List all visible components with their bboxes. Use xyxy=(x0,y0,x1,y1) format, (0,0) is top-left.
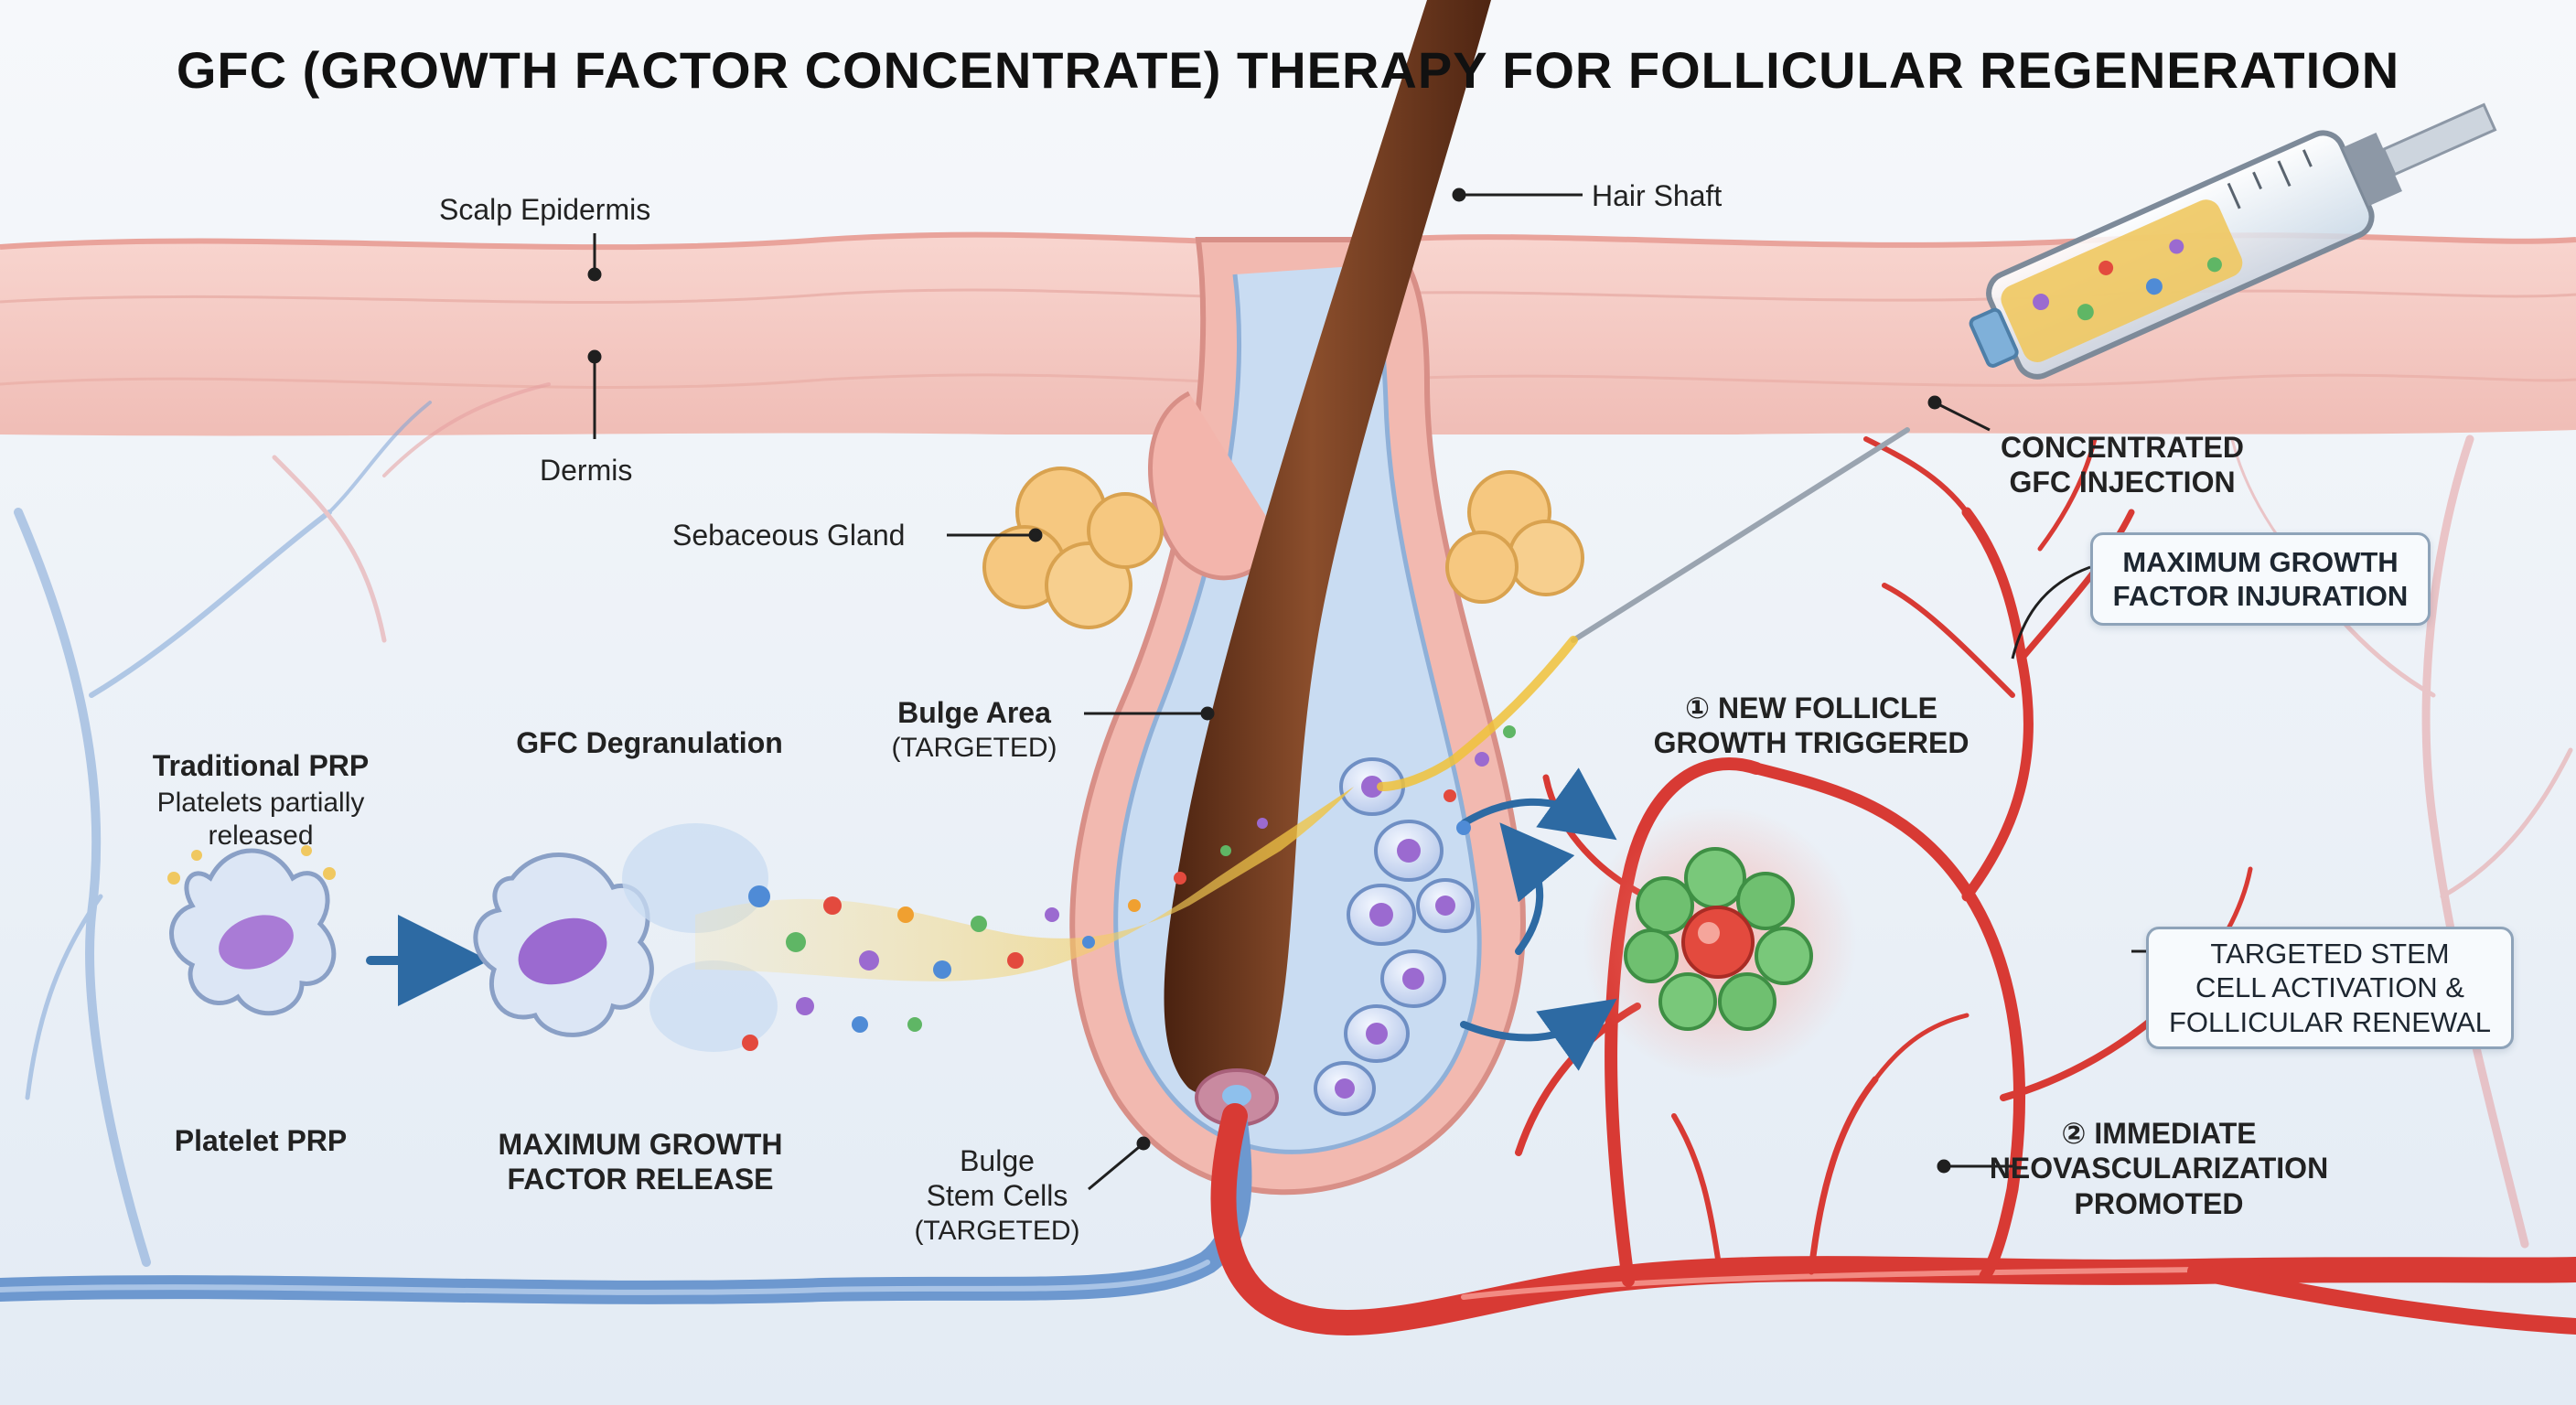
label-bulge-stem-cells-sub: (TARGETED) xyxy=(914,1216,1080,1246)
hair-shaft xyxy=(1164,0,1491,1098)
main-vessels xyxy=(0,1103,2576,1335)
label-platelet-prp: Platelet PRP xyxy=(174,1124,348,1157)
label-injection: CONCENTRATED GFC INJECTION xyxy=(2000,431,2245,499)
background-vessels xyxy=(14,382,2573,1267)
leader-lines xyxy=(587,188,2173,1191)
callout-max-injuration: MAXIMUM GROWTH FACTOR INJURATION xyxy=(2090,532,2431,626)
callout-max-injuration-text: MAXIMUM GROWTH FACTOR INJURATION xyxy=(2112,545,2409,612)
label-bulge-stem-cells: Bulge Stem Cells xyxy=(926,1144,1068,1213)
label-gfc-degranulation: GFC Degranulation xyxy=(516,726,783,759)
degranulating-platelet-icon xyxy=(473,823,778,1052)
new-follicle-icon xyxy=(1583,805,1857,1079)
syringe-icon xyxy=(1969,102,2497,380)
label-sebaceous-gland: Sebaceous Gland xyxy=(672,519,906,552)
label-bulge-area-sub: (TARGETED) xyxy=(891,733,1057,763)
label-dermis: Dermis xyxy=(540,454,633,487)
growth-factor-stream xyxy=(695,787,1354,981)
label-bulge-area: Bulge Area xyxy=(897,696,1051,729)
artery xyxy=(1210,1103,2576,1335)
syringe-needle xyxy=(1571,427,1910,643)
label-traditional-prp-sub: Platelets partially released xyxy=(156,788,365,851)
callout-stem-activation: TARGETED STEM CELL ACTIVATION & FOLLICUL… xyxy=(2146,927,2514,1049)
label-hair-shaft: Hair Shaft xyxy=(1592,179,1723,212)
platelet-icon xyxy=(167,845,337,1016)
label-neovascularization: ② IMMEDIATE NEOVASCULARIZATION PROMOTED xyxy=(1989,1117,2329,1220)
callout-stem-activation-text: TARGETED STEM CELL ACTIVATION & FOLLICUL… xyxy=(2169,938,2491,1038)
label-scalp-epidermis: Scalp Epidermis xyxy=(439,193,651,226)
bulge-stem-cells xyxy=(1314,757,1475,1116)
page-title: GFC (GROWTH FACTOR CONCENTRATE) THERAPY … xyxy=(176,41,2400,99)
label-new-follicle: ① NEW FOLLICLE GROWTH TRIGGERED xyxy=(1653,692,1970,760)
serum-stream xyxy=(1377,636,1578,791)
label-max-release: MAXIMUM GROWTH FACTOR RELEASE xyxy=(498,1128,783,1196)
label-traditional-prp: Traditional PRP xyxy=(152,749,370,782)
growth-factor-particles xyxy=(742,818,1268,1051)
activation-arrows xyxy=(1460,767,1617,1071)
serum-droplets xyxy=(1444,725,1516,835)
